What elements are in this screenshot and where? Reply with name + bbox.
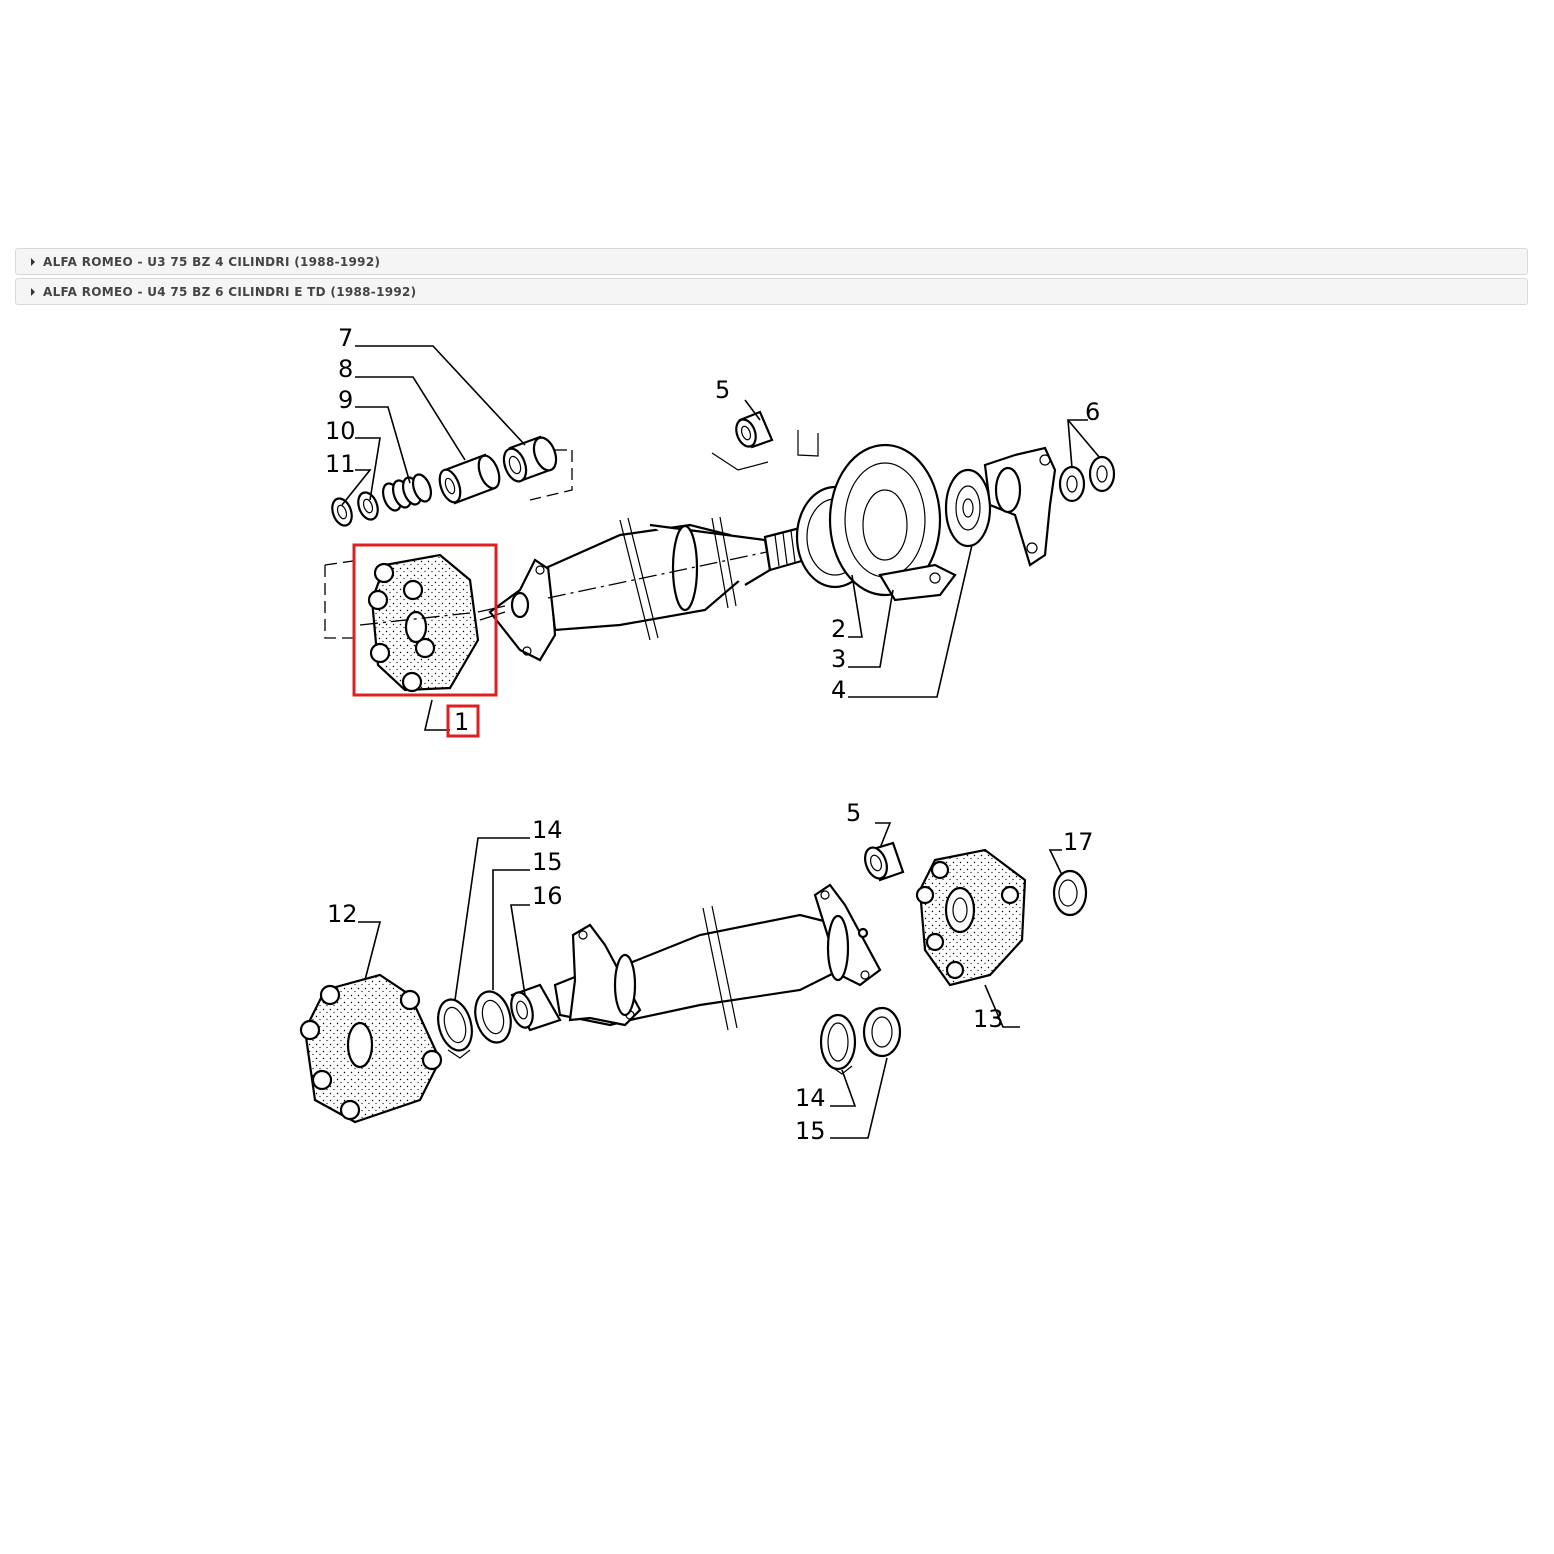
front-flange [477,558,557,662]
callout-16: 16 [532,882,563,910]
seal-15 [474,990,512,1044]
top-assembly [324,345,1116,731]
nuts-6 [1058,455,1116,503]
callout-14: 14 [532,816,563,844]
bush-7 [502,435,558,483]
callout-15b: 15 [795,1117,826,1145]
accordion-u3-75-bz[interactable]: ALFA ROMEO - U3 75 BZ 4 CILINDRI (1988-1… [15,248,1528,275]
callout-17: 17 [1063,828,1094,856]
accordion-label: ALFA ROMEO - U3 75 BZ 4 CILINDRI (1988-1… [43,254,381,269]
callout-10: 10 [325,417,356,445]
flexible-joint-12 [299,973,443,1124]
callout-15: 15 [532,848,563,876]
callout-14b: 14 [795,1084,826,1112]
callout-8: 8 [338,355,353,383]
boot-8 [438,453,501,505]
callout-6: 6 [1085,398,1100,426]
bearing-4 [944,468,992,548]
clamp-ring-14b [819,1013,857,1075]
accordion-u4-75-bz[interactable]: ALFA ROMEO - U4 75 BZ 6 CILINDRI E TD (1… [15,278,1528,305]
seal-ring-11 [331,497,353,527]
caret-right-icon [31,287,35,296]
clamp-ring-14 [437,998,473,1059]
seal-15b [862,1006,902,1058]
callout-9: 9 [338,386,353,414]
callout-1: 1 [454,708,469,736]
callout-11: 11 [325,450,356,478]
callout-labels: 7 8 9 10 11 5 6 2 3 4 1 14 15 16 12 5 17… [325,324,1100,1145]
highlight-box-part-1 [352,543,498,697]
seal-17 [1052,869,1088,917]
callout-12: 12 [327,900,358,928]
spring-9 [381,473,433,512]
bush-5-top [735,410,774,449]
front-propshaft [546,516,807,641]
bottom-assembly [299,822,1088,1139]
rear-propshaft [553,883,882,1031]
rear-flange [983,446,1057,567]
callout-5-bottom: 5 [846,799,861,827]
centre-support-bearing [795,443,957,602]
bush-16 [510,983,562,1032]
flexible-joint-1 [359,553,480,693]
caret-right-icon [31,257,35,266]
accordion-label: ALFA ROMEO - U4 75 BZ 6 CILINDRI E TD (1… [43,284,417,299]
highlight-box-label-1 [446,704,480,738]
callout-4: 4 [831,676,846,704]
flexible-joint-13 [915,848,1027,987]
callout-7: 7 [338,324,353,352]
callout-3: 3 [831,645,846,673]
bush-5-bottom [864,841,905,882]
washer-10 [357,491,379,521]
callout-13: 13 [973,1005,1004,1033]
callout-5-top: 5 [715,376,730,404]
callout-2: 2 [831,615,846,643]
